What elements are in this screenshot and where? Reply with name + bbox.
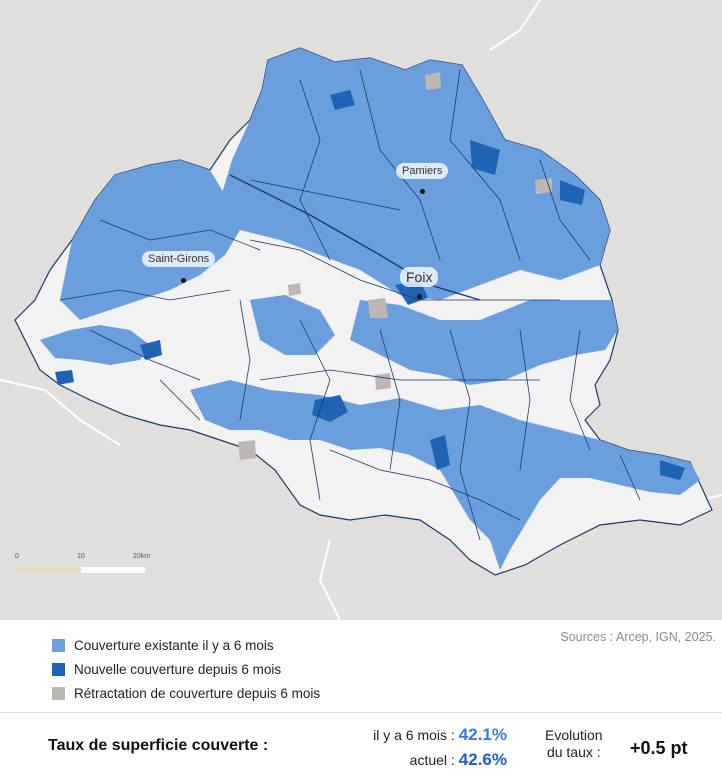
legend-item-retraction: Rétractation de couverture depuis 6 mois: [52, 686, 320, 701]
scale-segment-2: [81, 567, 145, 573]
legend-label-retraction: Rétractation de couverture depuis 6 mois: [74, 686, 321, 701]
previous-rate-label: il y a 6 mois :: [373, 727, 455, 743]
legend-label-new: Nouvelle couverture depuis 6 mois: [74, 662, 282, 677]
city-dot-pamiers: [420, 189, 425, 194]
coverage-stats: Taux de superficie couverte : il y a 6 m…: [0, 712, 722, 776]
city-label-foix[interactable]: Foix: [400, 267, 439, 287]
scale-tick-0: 0: [15, 553, 19, 560]
main-road: [229, 174, 481, 301]
scale-tick-10: 10: [77, 553, 85, 560]
legend-swatch-new: [52, 663, 65, 676]
coverage-map[interactable]: Pamiers Saint-Girons Foix 0 10 20km: [0, 0, 722, 621]
region-boundary: [318, 539, 341, 621]
legend-label-existing: Couverture existante il y a 6 mois: [74, 638, 274, 653]
previous-rate: il y a 6 mois :42.1%: [335, 725, 507, 745]
sources-text: Sources : Arcep, IGN, 2025.: [560, 630, 716, 644]
current-rate-label: actuel :: [409, 752, 455, 768]
legend-item-new: Nouvelle couverture depuis 6 mois: [52, 662, 281, 677]
city-label-pamiers[interactable]: Pamiers: [396, 163, 449, 179]
scale-tick-20: 20km: [133, 553, 151, 560]
current-rate-value: 42.6%: [458, 750, 507, 769]
map-canvas: [0, 0, 722, 621]
coverage-new: [55, 90, 685, 480]
legend-swatch-retraction: [52, 687, 65, 700]
evolution-label-line2: du taux :: [546, 744, 601, 760]
evolution-value: +0.5 pt: [630, 738, 688, 758]
current-rate: actuel :42.6%: [335, 750, 507, 770]
legend-item-existing: Couverture existante il y a 6 mois: [52, 638, 274, 653]
coverage-rate-title: Taux de superficie couverte :: [48, 737, 269, 754]
coverage-retraction: [238, 72, 552, 460]
city-label-saint-girons[interactable]: Saint-Girons: [142, 251, 216, 267]
scale-bar: 0 10 20km: [15, 553, 150, 579]
legend-swatch-existing: [52, 639, 65, 652]
evolution-label-line1: Evolution: [545, 727, 603, 743]
city-dot-saint-girons: [181, 278, 186, 283]
region-boundary: [0, 379, 121, 446]
scale-segment-1: [17, 567, 81, 573]
evolution-label: Evolution du taux :: [545, 727, 603, 761]
city-dot-foix: [417, 294, 422, 299]
region-boundary: [489, 0, 541, 51]
legend: Couverture existante il y a 6 mois Nouve…: [0, 620, 722, 710]
previous-rate-value: 42.1%: [458, 725, 507, 744]
